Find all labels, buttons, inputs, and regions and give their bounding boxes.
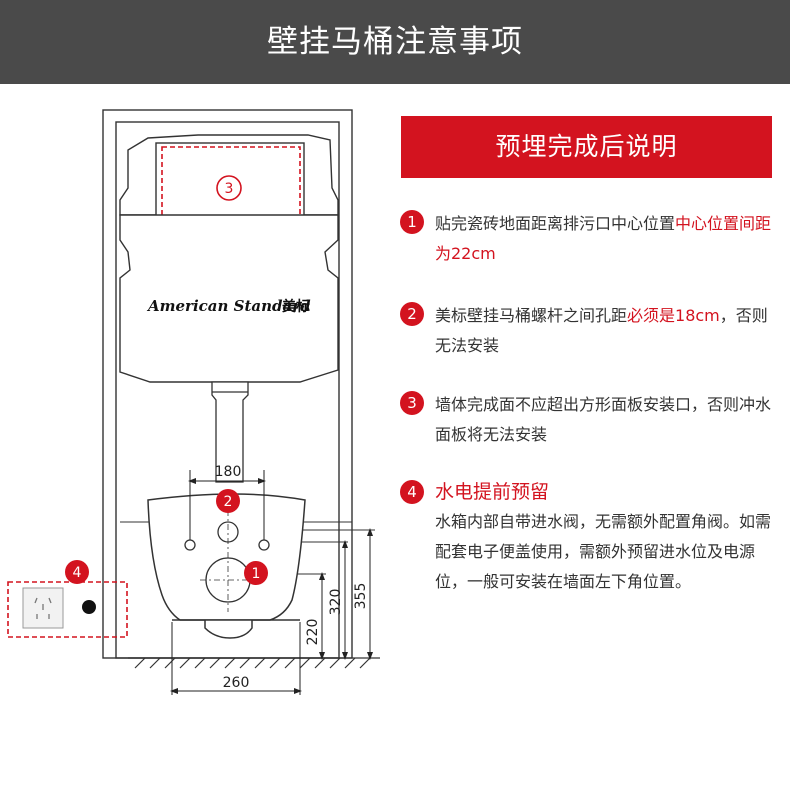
header-bar: 壁挂马桶注意事项 — [0, 0, 790, 84]
marker-2: 2 — [216, 489, 240, 513]
note-3-text: 墙体完成面不应超出方形面板安装口，否则冲水面板将无法安装 — [435, 395, 772, 444]
note-4: 4 水电提前预留 水箱内部自带进水阀，无需额外配置角阀。如需配套电子便盖使用，需… — [400, 480, 780, 630]
toilet-bowl — [147, 493, 306, 639]
dim-260-label: 260 — [223, 675, 250, 691]
cistern-tank — [119, 214, 339, 383]
marker-3: 3 — [216, 175, 242, 201]
note-4-title: 水电提前预留 — [435, 481, 550, 503]
dim-220-label: 220 — [305, 619, 321, 646]
svg-text:2: 2 — [224, 494, 233, 510]
svg-text:3: 3 — [225, 181, 234, 197]
dim-260 — [170, 622, 302, 695]
dim-355-label: 355 — [353, 583, 369, 610]
dim-vertical — [319, 528, 373, 660]
cistern-panel — [119, 134, 339, 226]
installation-diagram: American Standard 美标 180 — [7, 109, 380, 695]
svg-text:1: 1 — [252, 566, 261, 582]
note-2: 2 美标壁挂马桶螺杆之间孔距必须是18cm，否则无法安装 — [400, 302, 780, 362]
note-2-text: 美标壁挂马桶螺杆之间孔距必须是18cm，否则无法安装 — [435, 306, 768, 355]
marker-1: 1 — [244, 561, 268, 585]
svg-text:4: 4 — [73, 565, 82, 581]
note-4-badge: 4 — [400, 480, 424, 504]
section-banner-label: 预埋完成后说明 — [495, 132, 678, 161]
dim-180 — [188, 470, 266, 540]
marker-4: 4 — [65, 560, 89, 584]
section-banner: 预埋完成后说明 — [401, 116, 772, 178]
note-3-badge: 3 — [400, 391, 424, 415]
note-2-badge: 2 — [400, 302, 424, 326]
power-socket-area — [7, 581, 128, 638]
note-3: 3 墙体完成面不应超出方形面板安装口，否则冲水面板将无法安装 — [400, 391, 780, 451]
page-title: 壁挂马桶注意事项 — [267, 24, 523, 60]
note-4-text: 水箱内部自带进水阀，无需额外配置角阀。如需配套电子便盖使用，需额外预留进水位及电… — [435, 512, 772, 591]
note-1-text: 贴完瓷砖地面距离排污口中心位置中心位置间距为22cm — [435, 214, 772, 263]
note-1: 1 贴完瓷砖地面距离排污口中心位置中心位置间距为22cm — [400, 210, 780, 270]
dim-180-label: 180 — [215, 464, 242, 480]
brand-logo-cn: 美标 — [282, 298, 310, 315]
floor-line — [128, 657, 380, 669]
brand-logo: American Standard — [146, 297, 311, 315]
dim-320-label: 320 — [328, 589, 344, 616]
note-1-badge: 1 — [400, 210, 424, 234]
